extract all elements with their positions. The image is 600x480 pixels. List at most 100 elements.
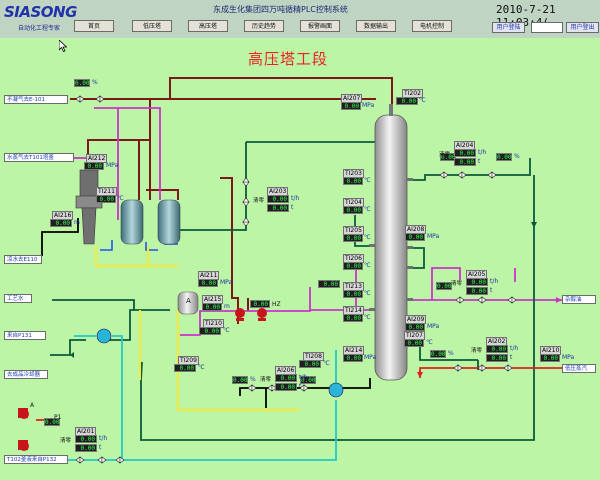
unit-ti209: ℃ [198,364,205,371]
unit-ai206-total: t [299,383,302,390]
clear-button-ai206[interactable]: 清零 [260,377,272,383]
valve-ai206-pct-value: 0.00 [232,376,248,384]
unit-ai205-total: t [490,287,493,294]
value-ai202-total: 0.00 [486,354,508,362]
valves [75,95,517,464]
unit-ai216: m [74,219,80,226]
value-ti206: 0.00 [343,262,363,270]
clear-button-ai204[interactable]: 清零 [439,152,451,158]
value-ai207: 0.00 [341,102,361,110]
value-ai210: 0.00 [540,354,560,362]
value-ti209: 0.00 [174,364,196,372]
value-ai206-total: 0.00 [275,383,297,391]
value-ti207: 0.00 [404,339,424,347]
value-ti210: 0.00 [199,327,221,335]
system-title: 东成生化集团四万吨循精PLC控制系统 [213,5,348,14]
unit-ti207: ℃ [426,339,433,346]
stream-process-water: 工艺水 [4,294,32,303]
unit-ai201-total: t [99,444,102,451]
pump-frequency-value: 0.00 [250,300,270,308]
value-ai206: 0.00 [275,374,297,382]
unit-ai207: MPa [362,102,375,109]
dark-green-pipes [50,141,535,441]
unit-ti206: ℃ [364,262,371,269]
unit-ai202-total: t [510,354,513,361]
unit-ai202: t/h [510,345,519,352]
value-ai203-total: 0.00 [267,204,289,212]
unit-ai204: t/h [478,149,487,156]
clear-button-ai201[interactable]: 清零 [60,438,72,444]
nav-alarm-button[interactable]: 报警画面 [300,20,340,32]
value-ti214: 0.00 [343,314,363,322]
value-ai211: 0.00 [198,279,218,287]
value-ai208: 0.00 [405,233,425,241]
unit-ti213: ℃ [364,290,371,297]
value-ai201-total: 0.00 [75,444,97,452]
value-ti204: 0.00 [343,206,363,214]
page-title: 高压塔工段 [248,50,329,68]
nav-motor-control-button[interactable]: 电机控制 [412,20,452,32]
pumps [18,308,267,451]
unit-ai208: MPa [427,233,440,240]
clear-button-ai205[interactable]: 清零 [451,281,463,287]
value-ai204-total: 0.00 [454,158,476,166]
black-pipes [41,218,371,408]
value-ti213: 0.00 [343,290,363,298]
valve-ai202-pct-value: 0.00 [430,350,446,358]
value-ti211: 0.00 [96,195,116,203]
clear-button-ai202[interactable]: 清零 [471,348,483,354]
unit-ai211: MPa [220,279,233,286]
maroon-pipes [70,77,393,324]
pump-frequency-unit: HZ [272,301,281,308]
user-logout-button[interactable]: 用户登出 [566,22,599,33]
user-name-box[interactable] [531,22,563,33]
value-ti208: 0.00 [299,360,321,368]
stream-from-p131: 来自P131 [4,331,46,340]
pump-a-marker: A [30,402,35,409]
value-unlabeled-flow: 0.00 [318,280,340,288]
stream-impurity-alcohol: 杂醇油 [562,295,596,304]
value-ti205: 0.00 [343,234,363,242]
unit-ai209: MPa [427,323,440,330]
nav-history-button[interactable]: 历史趋势 [244,20,284,32]
clear-button-ai203[interactable]: 清零 [253,198,265,204]
nav-home-button[interactable]: 首页 [74,20,114,32]
unit-ti211: ℃ [117,195,124,202]
unit-ai203: t/h [291,195,300,202]
value-ai205-total: 0.00 [466,287,488,295]
condenser-column [75,169,103,245]
valve-ai204-pct-unit: % [514,153,520,160]
cyan-pipes [68,335,337,461]
unit-ai201: t/h [99,435,108,442]
unit-ti210: ℃ [223,327,230,334]
valve-top-pct-value: 0.00 [74,79,90,87]
unit-ti202: ℃ [419,97,426,104]
stream-to-condenser: 去成品冷却器 [4,370,48,379]
unit-ti214: ℃ [364,314,371,321]
value-ai204: 0.00 [454,149,476,157]
nav-high-tower-button[interactable]: 高压塔 [188,20,228,32]
value-ai201: 0.00 [75,435,97,443]
valve-ai206-pct-unit: % [250,376,256,383]
unit-ai205: t/h [490,278,499,285]
heat-exchanger-2 [157,199,181,245]
unit-ai204-total: t [478,158,481,165]
company-logo: SIASONG [4,3,77,21]
unit-ai212: MPa [106,162,119,169]
value-ai216: 0.00 [50,219,72,227]
value-ai202: 0.00 [486,345,508,353]
nav-data-output-button[interactable]: 数据输出 [356,20,396,32]
stream-cooling-to-e110: 凉水去E110 [4,255,42,264]
value-ti203: 0.00 [343,177,363,185]
value-ai212: 0.00 [84,162,104,170]
user-login-button[interactable]: 用户登陆 [492,22,525,33]
unit-ai215: m [224,303,230,310]
unit-ai210: MPa [562,354,575,361]
flow-arrows [70,222,562,378]
valve-top-pct-unit: % [92,79,98,86]
stream-low-pressure-steam: 低压蒸汽 [562,364,596,373]
valve-ai204-pct-value: 0.00 [440,153,456,161]
nav-low-tower-button[interactable]: 低压塔 [132,20,172,32]
round-exchangers [96,328,344,398]
valve-ai201-pct-value: 0.00 [44,418,60,426]
